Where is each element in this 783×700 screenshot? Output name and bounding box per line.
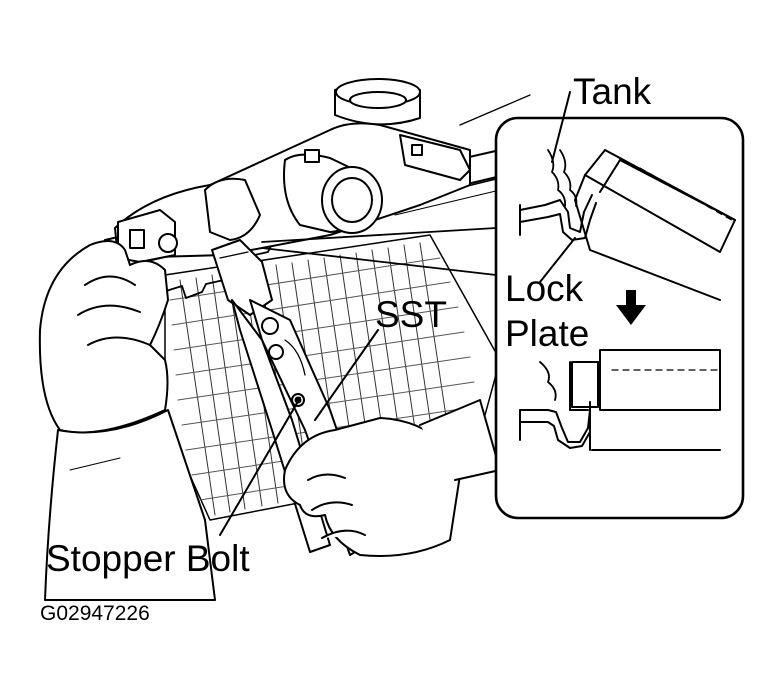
callout-leaders: [261, 227, 497, 276]
detail-inset: [494, 116, 745, 520]
label-tank: Tank: [573, 71, 652, 112]
label-sst: SST: [375, 294, 447, 335]
label-plate: Plate: [505, 313, 590, 354]
left-hand: [38, 240, 216, 601]
right-hand: [283, 399, 501, 557]
figure-code: G02947226: [40, 602, 150, 625]
detail-before-crimp: [519, 149, 736, 301]
down-arrow-icon: [616, 290, 646, 325]
label-lock: Lock: [505, 268, 584, 309]
upper-tank: [114, 78, 471, 263]
detail-after-crimp: [519, 349, 721, 451]
label-leaders: [219, 91, 576, 536]
label-stopper-bolt: Stopper Bolt: [46, 538, 250, 579]
